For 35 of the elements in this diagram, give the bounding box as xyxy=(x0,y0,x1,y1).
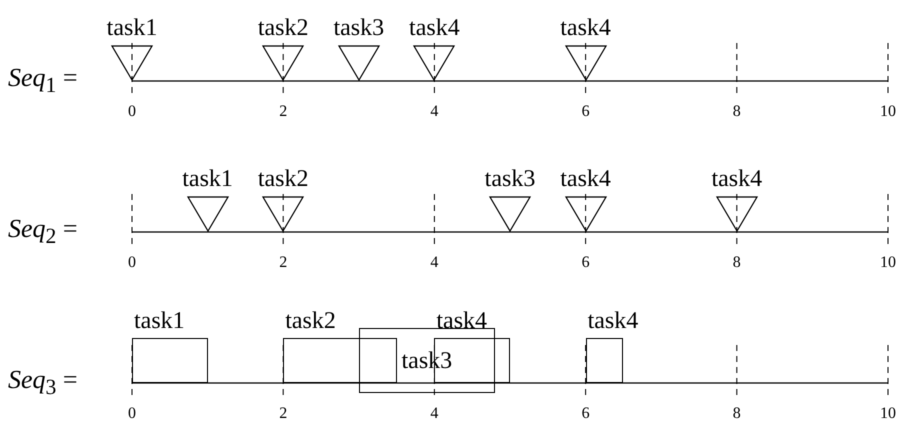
task-label: task3 xyxy=(484,166,536,192)
tick-label: 4 xyxy=(429,103,440,121)
task-label: task2 xyxy=(285,308,336,334)
tick-label: 6 xyxy=(580,254,591,272)
tick-label: 0 xyxy=(127,405,137,423)
tick-label: 8 xyxy=(732,254,742,272)
sequence-label: Seq$_{1}$ = xyxy=(8,63,78,100)
task-label: task2 xyxy=(258,15,309,41)
tick-label: 8 xyxy=(732,405,742,423)
task-label: task4 xyxy=(436,308,488,334)
tick-label: 2 xyxy=(278,103,288,121)
tick-label: 8 xyxy=(732,103,742,121)
task-label: task1 xyxy=(134,308,185,334)
tick-label: 0 xyxy=(127,103,137,121)
sequence-label: Seq$_{3}$ = xyxy=(8,365,78,402)
task-label: task4 xyxy=(409,15,460,41)
sequence-label: Seq$_{2}$ = xyxy=(8,214,78,250)
task-label: task1 xyxy=(106,15,158,41)
tick-label: 4 xyxy=(429,254,440,272)
tick-label: 10 xyxy=(879,103,897,121)
task-label: task4 xyxy=(560,166,611,192)
tick-label: 6 xyxy=(580,405,591,423)
tick-label: 4 xyxy=(429,405,440,423)
task-label: task4 xyxy=(711,166,762,192)
task-label: task3 xyxy=(333,15,384,41)
tick-label: 6 xyxy=(580,103,591,121)
tick-label: 10 xyxy=(879,405,897,423)
task-label: task4 xyxy=(560,15,611,41)
task-label: task4 xyxy=(588,308,638,334)
tick-label: 10 xyxy=(879,254,897,272)
tick-label: 2 xyxy=(278,405,288,423)
task-label: task1 xyxy=(182,166,233,192)
tick-label: 0 xyxy=(127,254,137,272)
tick-label: 2 xyxy=(278,254,288,272)
task-label: task2 xyxy=(258,166,309,192)
